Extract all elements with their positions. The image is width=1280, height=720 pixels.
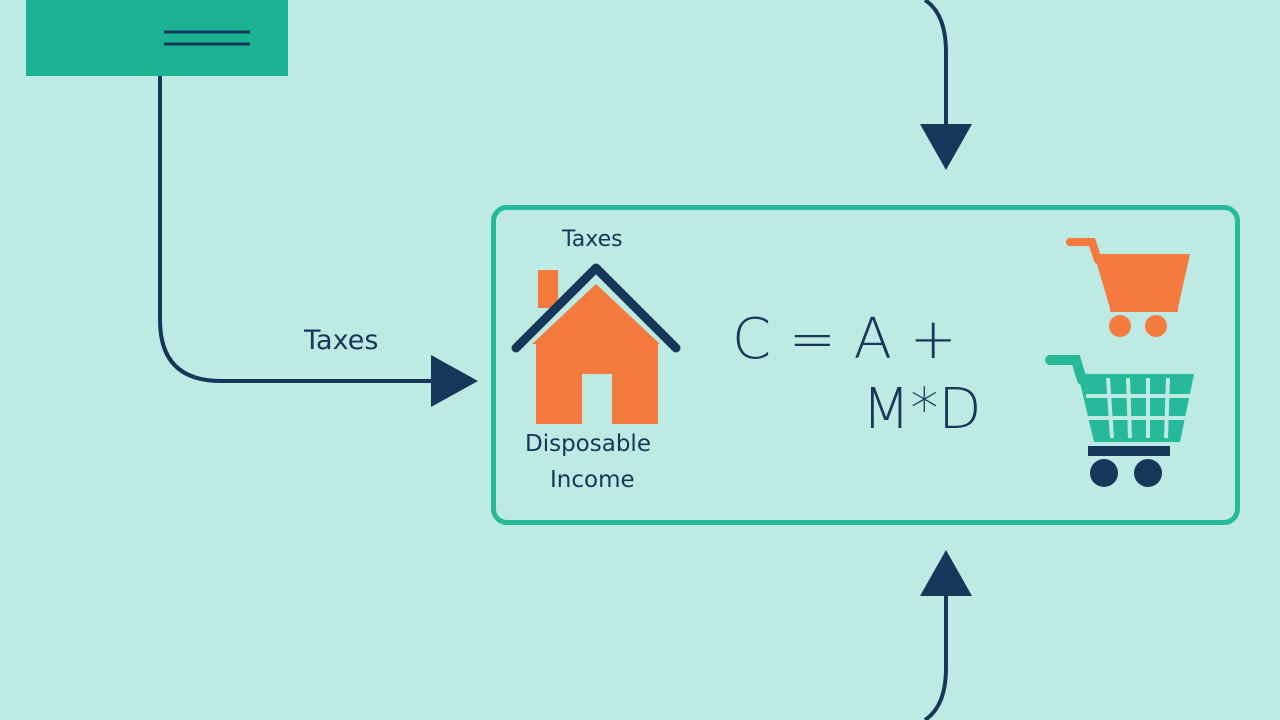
income-label-line1: Disposable (525, 431, 651, 457)
shopping-cart-icon (1066, 238, 1190, 337)
consumption-function-box (491, 205, 1240, 525)
house-icon (511, 263, 681, 424)
bottom-connector-line (923, 596, 948, 720)
bottom-arrowhead (920, 550, 972, 596)
left-connector-line (158, 76, 440, 383)
top-arrowhead (920, 124, 972, 170)
source-box (26, 0, 288, 76)
formula-line1: C = A + (732, 307, 957, 372)
income-label-line2: Income (550, 467, 635, 493)
left-flow-label: Taxes (304, 325, 379, 356)
equals-lines-icon (164, 30, 250, 46)
box-taxes-label: Taxes (562, 227, 623, 252)
formula-line2: M*D (862, 377, 982, 442)
top-connector-line (923, 0, 948, 128)
left-arrowhead (431, 355, 478, 407)
shopping-cart-icon (1045, 355, 1194, 487)
